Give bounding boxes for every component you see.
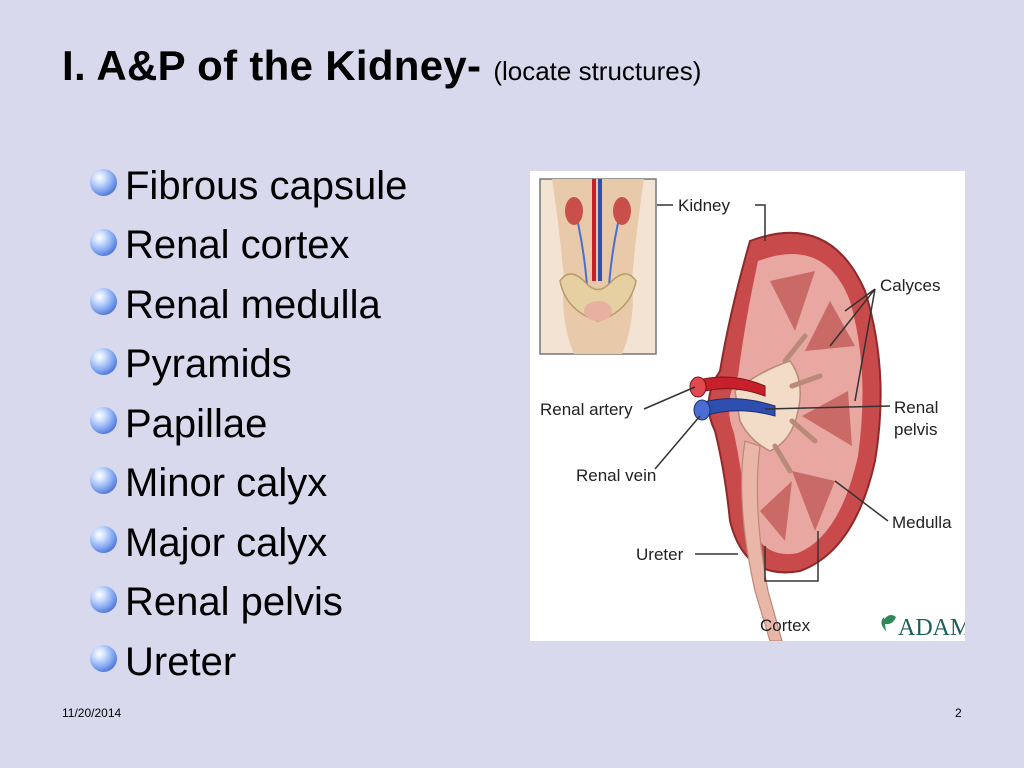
bullet-dot-icon [90, 585, 117, 613]
bullet-item: Renal pelvis [90, 573, 510, 633]
title-main: I. A&P of the Kidney- [62, 42, 482, 89]
label-renal-pelvis-line1: Renal [894, 398, 938, 417]
label-medulla: Medulla [892, 513, 952, 532]
label-cortex: Cortex [760, 616, 811, 635]
bullet-dot-icon [90, 407, 117, 435]
label-renal-vein: Renal vein [576, 466, 656, 485]
bullet-list: Fibrous capsule Renal cortex Renal medul… [90, 156, 510, 692]
bullet-item: Minor calyx [90, 454, 510, 514]
kidney-shape [689, 231, 882, 641]
bullet-item: Fibrous capsule [90, 156, 510, 216]
kidney-diagram: Kidney Calyces Renal artery Renal pelvis… [539, 178, 965, 641]
bullet-text: Minor calyx [125, 461, 328, 506]
body-inset [539, 178, 657, 355]
bullet-item: Pyramids [90, 335, 510, 395]
bullet-text: Ureter [125, 639, 237, 684]
bullet-text: Renal cortex [125, 223, 350, 268]
bullet-text: Major calyx [125, 520, 328, 565]
page-number: 2 [955, 706, 962, 720]
bullet-item: Papillae [90, 394, 510, 454]
bullet-dot-icon [90, 288, 117, 316]
label-renal-artery: Renal artery [540, 400, 633, 419]
title-subtitle: (locate structures) [493, 56, 702, 86]
bullet-item: Ureter [90, 632, 510, 692]
bullet-text: Renal medulla [125, 282, 381, 327]
bullet-text: Renal pelvis [125, 580, 343, 625]
label-leader-lines [643, 204, 891, 582]
bullet-item: Major calyx [90, 513, 510, 573]
label-ureter: Ureter [636, 545, 684, 564]
leaf-icon [881, 615, 896, 631]
label-renal-pelvis-line2: pelvis [894, 420, 937, 439]
label-calyces: Calyces [880, 276, 940, 295]
bullet-dot-icon [90, 466, 117, 494]
bullet-item: Renal cortex [90, 216, 510, 276]
bullet-text: Pyramids [125, 342, 292, 387]
bullet-text: Fibrous capsule [125, 163, 408, 208]
bullet-text: Papillae [125, 401, 268, 446]
slide-title: I. A&P of the Kidney- (locate structures… [62, 42, 962, 90]
logo-text: ADAM. [898, 615, 965, 641]
bullet-dot-icon [90, 526, 117, 554]
bullet-dot-icon [90, 645, 117, 673]
label-kidney: Kidney [678, 196, 730, 215]
bullet-dot-icon [90, 347, 117, 375]
bullet-item: Renal medulla [90, 275, 510, 335]
bullet-dot-icon [90, 169, 117, 197]
adam-logo: ADAM. [881, 615, 965, 641]
kidney-illustration: Kidney Calyces Renal artery Renal pelvis… [530, 171, 965, 641]
footer-date: 11/20/2014 [62, 706, 122, 720]
bullet-dot-icon [90, 228, 117, 256]
